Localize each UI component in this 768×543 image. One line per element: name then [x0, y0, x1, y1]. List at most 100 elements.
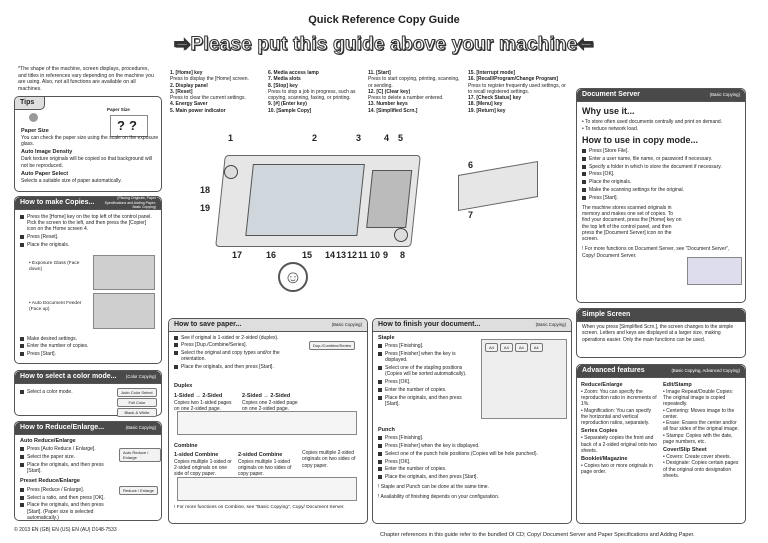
home-key-icon[interactable]	[224, 165, 238, 179]
staple-position-button[interactable]: A4	[529, 343, 543, 352]
legend-entry: 13. Number keys	[368, 101, 408, 108]
step-bullet-icon	[174, 351, 178, 355]
preset-reduce-step-text: Select a ratio, and then press [OK].	[27, 494, 105, 501]
punch-step-text: Press [OK].	[385, 458, 411, 465]
combine-illustration	[177, 477, 357, 501]
staple-step-text: Place the originals, and then press [Sta…	[385, 394, 462, 407]
dup-combine-series-button[interactable]: Dup./Combine/Series	[309, 341, 356, 350]
machine-illustration	[215, 155, 421, 247]
step-bullet-icon	[20, 495, 24, 500]
advanced-bullet: • Stamps: Copies with the date, page num…	[663, 432, 733, 445]
punch-step: Place the originals, and then press [Sta…	[378, 474, 568, 480]
staple-step: Press [OK].	[378, 379, 473, 385]
callout-number: 13	[336, 250, 347, 260]
legend-entry: Press to clear the current settings.	[170, 95, 246, 101]
start-key-icon[interactable]	[394, 228, 408, 242]
color-mode-button[interactable]: Auto Color Select	[117, 388, 157, 397]
staple-step-text: Press [Finisher] when the key is display…	[385, 351, 456, 364]
advanced-bullet: • Image Repeat/Double Copies: The origin…	[663, 388, 734, 408]
make-copies-title: How to make Copies...	[20, 198, 95, 206]
legend-entry: 19. [Return] key	[468, 107, 506, 114]
callout-number: 10	[370, 250, 381, 260]
step-bullet-icon	[20, 234, 24, 239]
callout-number: 6	[468, 160, 474, 170]
finish-note-2: ! Availability of finishing depends on y…	[378, 493, 500, 500]
step-bullet-icon	[582, 149, 586, 153]
color-mode-button[interactable]: Full Color	[117, 398, 157, 407]
docserver-step: Place the originals.	[582, 179, 742, 185]
punch-step: Press [Finishing].	[378, 435, 568, 441]
bulb-icon	[29, 113, 38, 122]
punch-step: Press [OK].	[378, 459, 568, 465]
tip-text: Selects a suitable size of paper automat…	[21, 177, 122, 184]
staple-position-button[interactable]: A4	[485, 343, 498, 352]
callout-number: 7	[468, 210, 474, 220]
staple-position-button[interactable]: A4	[499, 343, 513, 352]
step-bullet-icon	[582, 164, 586, 169]
why-item: • To reduce network load.	[582, 125, 639, 132]
step-bullet-icon	[174, 343, 178, 348]
legend-entry: 3. [Reset]	[170, 88, 193, 95]
number-keys	[366, 170, 413, 228]
combine-heading: Combine	[174, 443, 198, 449]
staple-position-button[interactable]: A4	[514, 343, 528, 352]
reduce-enlarge-box: How to Reduce/Enlarge...(Basic Copying) …	[14, 421, 162, 521]
legend-entry: 8. [Stop] key	[268, 82, 298, 89]
legend-entry: 12. [C] (Clear key)	[368, 88, 411, 95]
callout-number: 16	[266, 250, 277, 260]
save-step: See if original is 1-sided or 2-sided (d…	[174, 335, 304, 341]
punch-heading: Punch	[378, 427, 395, 433]
step-bullet-icon	[20, 447, 24, 452]
preset-reduce-step-text: Press [Reduce / Enlarge].	[27, 486, 84, 493]
docserver-step-text: Press [Start].	[589, 194, 618, 201]
make-step-text: Place the originals.	[27, 241, 70, 248]
legend-entry: Press to register frequently used settin…	[468, 82, 566, 95]
step-bullet-icon	[378, 380, 382, 385]
color-tag: (Color Copying)	[125, 374, 156, 380]
staple-step-text: Enter the number of copies.	[385, 386, 447, 393]
save-step: Select the original and copy types and/o…	[174, 350, 304, 363]
docserver-step-text: Press [Store File].	[589, 148, 629, 154]
save-step: Press [Dup./Combine/Series].	[174, 342, 304, 348]
auto-reduce-enlarge-button[interactable]: Auto Reduce / Enlarge	[119, 448, 161, 462]
punch-step: Enter the number of copies.	[378, 466, 568, 472]
punch-step: Press [Finisher] when the key is display…	[378, 443, 568, 449]
legend-entry: 1. [Home] key	[170, 70, 203, 76]
docserver-step-text: Make the scanning settings for the origi…	[589, 186, 685, 193]
callout-number: 14	[325, 250, 336, 260]
legend-entry: Press to display the [Home] screen.	[170, 76, 249, 83]
docserver-step: Enter a user name, file name, or passwor…	[582, 156, 742, 162]
callout-number: 18	[200, 185, 211, 195]
make-step-text: Press [Reset].	[27, 233, 59, 240]
legend-entry: 16. [Recall/Program/Change Program]	[468, 76, 559, 83]
adf-image	[93, 293, 155, 329]
legend-entry: 14. [Simplified Scrn.]	[368, 107, 418, 114]
advanced-bullet: • Erase: Erases the center and/or all fo…	[663, 420, 739, 433]
docserver-para: The machine stores scanned originals in …	[582, 204, 682, 242]
docserver-step: Press [OK].	[582, 171, 742, 177]
callout-number: 2	[312, 133, 318, 143]
docserver-step-text: Specify a folder in which to store the d…	[589, 163, 722, 170]
document-server-box: Document Server(Basic Copying) Why use i…	[576, 88, 746, 303]
step-bullet-icon	[20, 214, 24, 219]
make-step: Place the originals.	[20, 242, 156, 248]
combine-note: ! For more functions on Combine, see "Ba…	[174, 505, 345, 510]
finish-title: How to finish your document...	[378, 320, 481, 328]
legend-entry: Press to delete a number entered.	[368, 95, 444, 101]
legend-entry: 10. [Sample Copy]	[268, 107, 312, 114]
color-mode-button[interactable]: Black & White	[117, 408, 157, 417]
reduce-enlarge-button[interactable]: Reduce / Enlarge	[119, 486, 158, 495]
color-step: Select a color mode.	[27, 388, 73, 395]
staple-step: Select one of the stapling positions (Co…	[378, 365, 473, 378]
make-step: Press [Start].	[20, 351, 158, 357]
legend-col-4: 15. [Interrupt mode]16. [Recall/Program/…	[468, 70, 568, 114]
advanced-bullet: • Zoom: You can specify the reproduction…	[581, 388, 657, 408]
callout-number: 8	[400, 250, 406, 260]
save-step-text: Press [Dup./Combine/Series].	[181, 342, 247, 349]
make-step-text: Enter the number of copies.	[27, 343, 89, 350]
step-bullet-icon	[20, 503, 24, 508]
legend-entry: 7. Media slots	[268, 76, 301, 83]
